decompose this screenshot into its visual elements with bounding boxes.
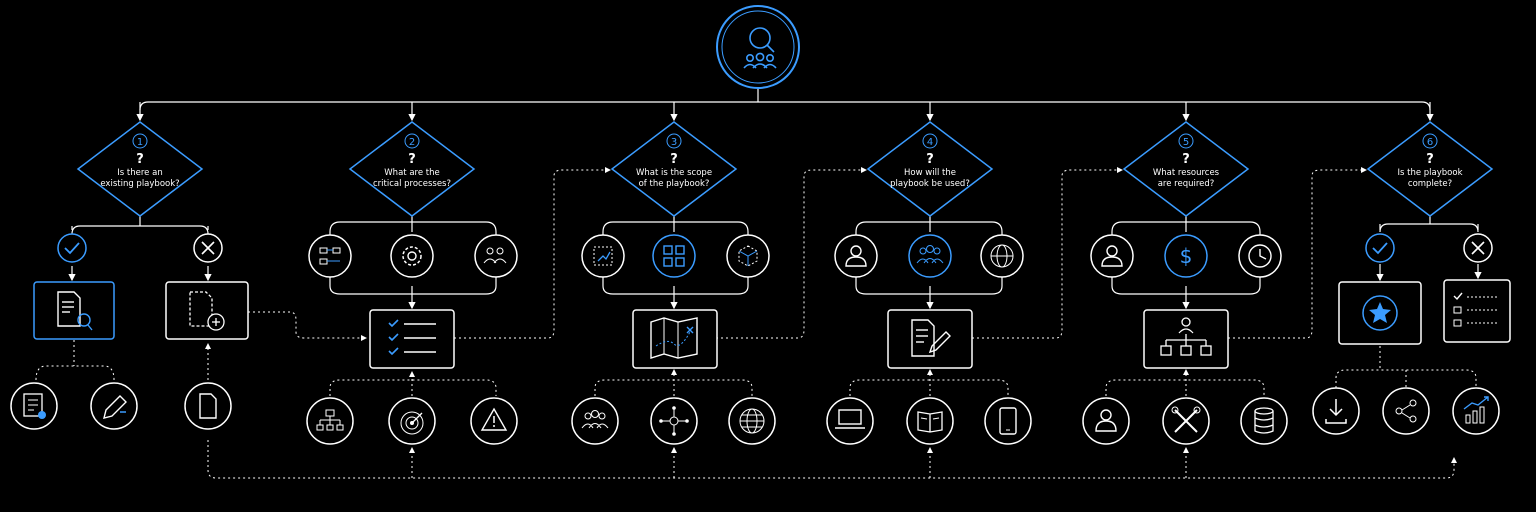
document-search-icon xyxy=(57,291,93,331)
group-icon xyxy=(908,234,952,278)
edit-pencil-icon xyxy=(90,382,138,430)
question-number: 6 xyxy=(1427,137,1433,148)
question-number: 4 xyxy=(927,137,933,148)
checklist-icon xyxy=(388,319,436,356)
question-number: 5 xyxy=(1183,137,1189,148)
person-icon xyxy=(1090,234,1134,278)
approved-badge-node xyxy=(1338,281,1422,345)
warning-icon xyxy=(470,397,518,445)
no-cross-icon xyxy=(193,233,223,263)
write-document-node xyxy=(887,309,973,369)
tasks-node xyxy=(369,309,455,369)
question-number: 3 xyxy=(671,137,677,148)
hierarchy-icon xyxy=(306,397,354,445)
org-chart-icon xyxy=(1160,317,1212,356)
globe-icon xyxy=(728,397,776,445)
checklist-verified-icon xyxy=(10,382,58,430)
connectors xyxy=(68,80,1482,310)
user-icon xyxy=(834,234,878,278)
question-mark: ? xyxy=(926,152,934,167)
globe-icon xyxy=(980,234,1024,278)
question-number: 1 xyxy=(137,137,143,148)
complete-check-icon xyxy=(1365,233,1395,263)
question-text-line1: Is there an xyxy=(117,168,162,178)
people-icon xyxy=(571,397,619,445)
clock-icon xyxy=(1238,234,1282,278)
dollar-icon: $ xyxy=(1164,234,1208,278)
org-structure-node xyxy=(1143,309,1229,369)
laptop-icon xyxy=(826,397,874,445)
network-node-icon xyxy=(650,397,698,445)
question-text-line1: Is the playbook xyxy=(1397,168,1462,178)
question-text-line1: What resources xyxy=(1153,168,1220,178)
map-icon xyxy=(650,317,698,359)
share-icon xyxy=(1382,387,1430,435)
svg-text:$: $ xyxy=(1180,244,1193,268)
question-text-line2: critical processes? xyxy=(373,179,451,189)
add-document-icon xyxy=(189,291,225,331)
yes-check-icon xyxy=(57,233,87,263)
question-1: 1 ? Is there an existing playbook? xyxy=(76,121,204,217)
team-icon xyxy=(474,234,518,278)
question-5: 5 ? What resources are required? xyxy=(1122,121,1250,217)
book-icon xyxy=(906,397,954,445)
download-icon xyxy=(1312,387,1360,435)
question-text-line1: What is the scope xyxy=(636,168,712,178)
review-document-node xyxy=(33,281,115,340)
incomplete-cross-icon xyxy=(1463,233,1493,263)
process-flow-icon xyxy=(308,234,352,278)
grid-icon xyxy=(652,234,696,278)
root-node xyxy=(716,5,800,89)
question-4: 4 ? How will the playbook be used? xyxy=(866,121,994,217)
question-2: 2 ? What are the critical processes? xyxy=(348,121,476,217)
cube-icon xyxy=(726,234,770,278)
question-text-line2: playbook be used? xyxy=(890,179,970,189)
target-icon xyxy=(388,397,436,445)
question-text-line2: existing playbook? xyxy=(100,179,179,189)
question-mark: ? xyxy=(136,152,144,167)
question-mark: ? xyxy=(408,152,416,167)
database-icon xyxy=(1240,397,1288,445)
gear-icon xyxy=(390,234,434,278)
write-document-icon xyxy=(911,319,951,357)
new-document-node xyxy=(165,281,249,340)
question-mark: ? xyxy=(1426,152,1434,167)
question-6: 6 ? Is the playbook complete? xyxy=(1366,121,1494,217)
question-text-line2: complete? xyxy=(1408,179,1452,189)
blank-document-icon xyxy=(184,382,232,430)
question-mark: ? xyxy=(1182,152,1190,167)
question-text-line1: What are the xyxy=(384,168,439,178)
question-mark: ? xyxy=(670,152,678,167)
question-3: 3 ? What is the scope of the playbook? xyxy=(610,121,738,217)
mobile-phone-icon xyxy=(984,397,1032,445)
question-text-line2: of the playbook? xyxy=(639,179,710,189)
question-text-line1: How will the xyxy=(904,168,956,178)
question-number: 2 xyxy=(409,137,415,148)
todo-list-icon xyxy=(1453,292,1498,327)
question-text-line2: are required? xyxy=(1158,179,1215,189)
dashed-connectors xyxy=(35,167,1477,479)
scope-chart-icon xyxy=(581,234,625,278)
growth-chart-icon xyxy=(1452,387,1500,435)
tools-icon xyxy=(1162,397,1210,445)
todo-list-node xyxy=(1443,279,1511,343)
user-icon xyxy=(1082,397,1130,445)
search-team-icon xyxy=(743,27,777,69)
map-node xyxy=(632,309,718,369)
star-badge-icon xyxy=(1362,295,1398,331)
